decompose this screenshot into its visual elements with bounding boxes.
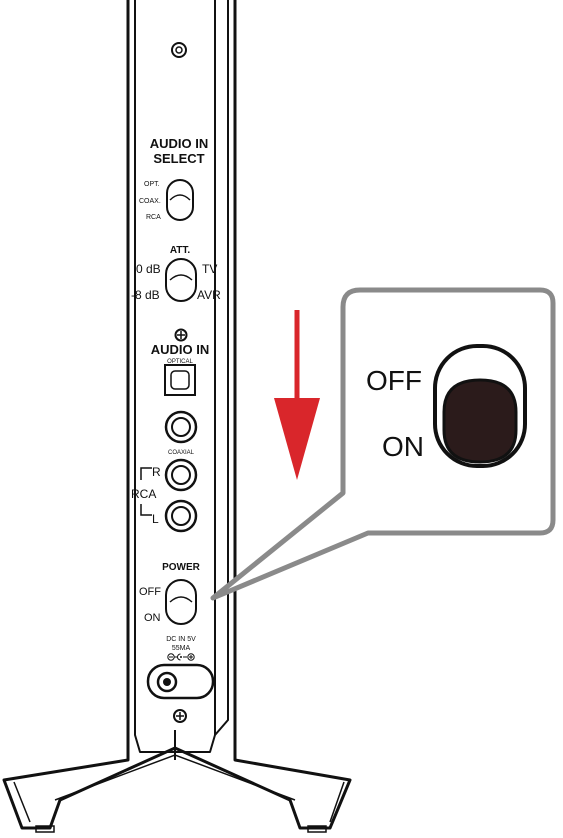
zero-db-label: 0 dB (136, 262, 161, 276)
callout-off-label: OFF (366, 365, 422, 396)
opt-label: OPT. (144, 181, 160, 188)
dc-in-group: DC IN 5V 55MA (146, 636, 215, 700)
tv-label: TV (202, 262, 217, 276)
audio-in-select-title-1: AUDIO IN (150, 136, 209, 151)
dc-in-label-1: DC IN 5V (166, 636, 196, 643)
rca-l-bracket (140, 504, 152, 516)
att-switch[interactable] (165, 258, 197, 302)
optical-port-inner (170, 370, 190, 390)
middle-screw-icon (174, 328, 188, 342)
arrow-head (274, 398, 320, 480)
foot-left (35, 825, 55, 833)
dc-in-label-2: 55MA (172, 645, 191, 652)
coax-label: COAX. (139, 198, 161, 205)
dc-in-pin (163, 678, 171, 686)
rca-left-port-inner (171, 506, 191, 526)
down-arrow-icon (274, 310, 320, 480)
power-switch[interactable] (165, 579, 197, 625)
att-group: ATT. 0 dB -8 dB TV AVR (131, 245, 221, 302)
audio-in-title: AUDIO IN (151, 342, 210, 357)
coaxial-label: COAXIAL (168, 450, 195, 456)
polarity-icon (167, 653, 195, 661)
power-group: POWER OFF ON (139, 562, 201, 625)
rca-label: RCA (146, 214, 161, 221)
device-body (2, 0, 352, 833)
audio-in-select-group: AUDIO IN SELECT OPT. COAX. RCA (139, 136, 208, 221)
avr-label: AVR (197, 288, 221, 302)
callout-switch-knob (442, 378, 518, 464)
power-title: POWER (162, 562, 201, 573)
top-screw-icon (171, 42, 187, 58)
power-knob-line (169, 596, 193, 603)
body-inner (134, 0, 229, 753)
rca-r-label: R (152, 465, 161, 479)
rca-r-bracket (140, 467, 152, 480)
rca-label: RCA (131, 487, 156, 501)
input-select-knob-line (169, 194, 191, 201)
callout-on-label: ON (382, 431, 424, 462)
power-off-label: OFF (139, 586, 161, 598)
rca-l-label: L (152, 512, 159, 526)
att-title: ATT. (170, 245, 191, 256)
audio-in-select-title-2: SELECT (153, 151, 204, 166)
coaxial-port-inner (171, 417, 191, 437)
input-select-switch[interactable] (166, 179, 194, 221)
bottom-screw-icon (173, 709, 187, 723)
rca-right-port-inner (171, 465, 191, 485)
power-on-label: ON (144, 612, 161, 624)
minus8-db-label: -8 dB (131, 288, 160, 302)
att-knob-line (169, 274, 193, 281)
foot-right (307, 825, 327, 833)
optical-label: OPTICAL (167, 359, 193, 365)
callout-bubble: OFF ON (210, 287, 556, 601)
audio-in-group: AUDIO IN OPTICAL COAXIAL R RCA L (131, 342, 210, 533)
